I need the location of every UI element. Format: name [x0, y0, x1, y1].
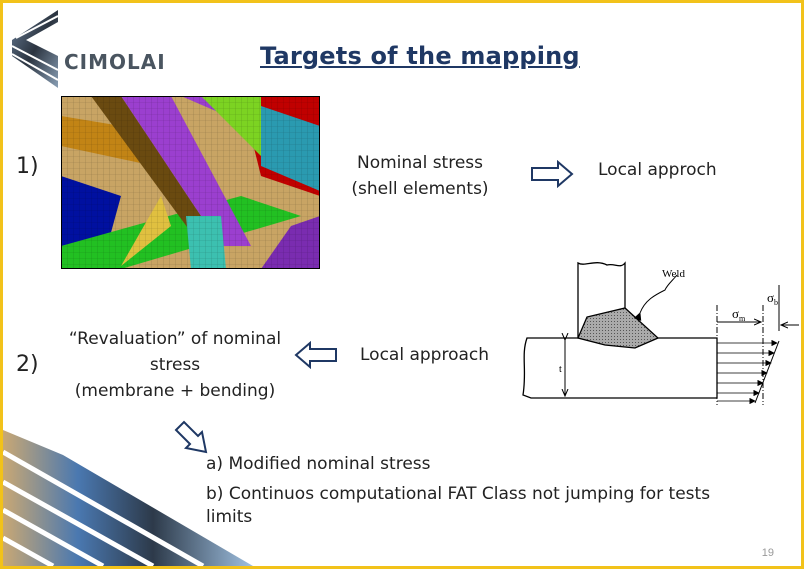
- page-title: Targets of the mapping: [260, 42, 580, 70]
- label-line: Nominal stress: [356, 153, 484, 173]
- decorative-photo-strips: [3, 430, 253, 566]
- arrow-right-icon: [531, 160, 574, 188]
- fem-mesh-image: [61, 96, 320, 269]
- option-b-line: limits: [206, 507, 253, 527]
- sigma-b-label: σb: [767, 290, 778, 307]
- item-1-number: 1): [16, 154, 39, 179]
- logo-text: CIMOLAI: [64, 50, 166, 74]
- logo-mark: [12, 10, 59, 88]
- page-number: 19: [761, 547, 774, 559]
- option-b-line: b) Continuos computational FAT Class not…: [206, 484, 711, 504]
- nominal-stress-label: Nominal stress (shell elements): [340, 150, 500, 202]
- sigma-m-label: σm: [732, 306, 746, 323]
- label-line: (membrane + bending): [74, 381, 276, 401]
- item-2-number: 2): [16, 352, 39, 377]
- option-a: a) Modified nominal stress: [206, 454, 431, 474]
- local-approch-label: Local approch: [598, 160, 717, 180]
- weld-label: Weld: [662, 268, 685, 280]
- arrow-left-icon: [294, 341, 337, 369]
- weld-stress-diagram: Weld t σm σb: [522, 261, 799, 405]
- thickness-label: t: [559, 364, 562, 375]
- arrow-down-right-icon: [174, 420, 208, 454]
- option-b: b) Continuos computational FAT Class not…: [206, 483, 766, 529]
- label-line: (shell elements): [351, 179, 489, 199]
- label-line: “Revaluation” of nominal: [68, 329, 282, 349]
- local-approach-label: Local approach: [360, 345, 490, 365]
- revaluation-label: “Revaluation” of nominal stress (membran…: [50, 326, 300, 404]
- label-line: stress: [149, 355, 201, 375]
